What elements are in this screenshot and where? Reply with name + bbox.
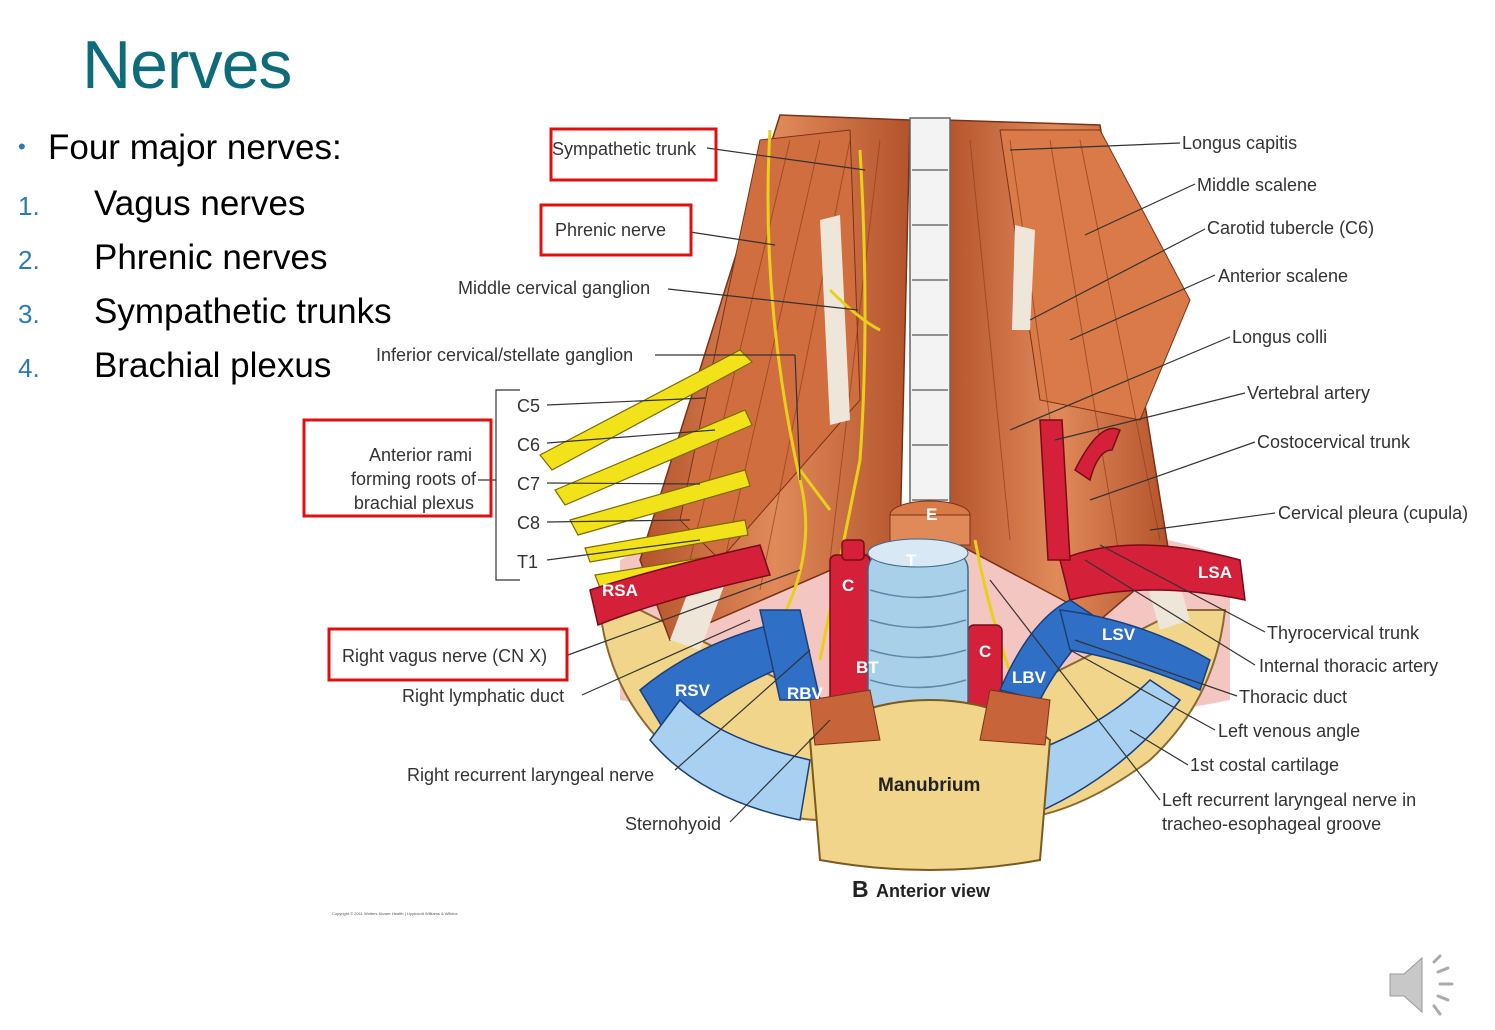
- highlight-phrenic-nerve: [539, 203, 693, 257]
- manubrium: [808, 689, 1052, 871]
- abbrev-lbv: LBV: [1012, 668, 1047, 687]
- label-costocervical-trunk: Costocervical trunk: [1257, 432, 1411, 452]
- view-text: Anterior view: [876, 881, 991, 901]
- label-anterior-scalene: Anterior scalene: [1218, 266, 1348, 286]
- label-sternohyoid: Sternohyoid: [625, 814, 721, 834]
- left-labels: Sympathetic trunk Phrenic nerve Middle c…: [342, 139, 721, 834]
- label-middle-cervical-ganglion: Middle cervical ganglion: [458, 278, 650, 298]
- label-anterior-rami-1: Anterior rami: [369, 445, 472, 465]
- label-longus-colli: Longus colli: [1232, 327, 1327, 347]
- label-thoracic-duct: Thoracic duct: [1239, 687, 1347, 707]
- abbrev-rbv: RBV: [787, 684, 824, 703]
- slide-title: Nerves: [82, 27, 292, 103]
- abbrev-lsv: LSV: [1102, 625, 1136, 644]
- vertebral-column: [909, 117, 951, 539]
- label-c8: C8: [517, 513, 540, 533]
- highlight-boxes: [302, 127, 718, 682]
- label-phrenic-nerve: Phrenic nerve: [555, 220, 666, 240]
- label-carotid-tubercle: Carotid tubercle (C6): [1207, 218, 1374, 238]
- abbrev-rsa: RSA: [602, 581, 638, 600]
- abbrev-lsa: LSA: [1198, 563, 1232, 582]
- label-cervical-pleura: Cervical pleura (cupula): [1278, 503, 1468, 523]
- label-right-recurrent-laryngeal: Right recurrent laryngeal nerve: [407, 765, 654, 785]
- label-left-recurrent-2: tracheo-esophageal groove: [1162, 814, 1381, 834]
- right-labels: Longus capitis Middle scalene Carotid tu…: [1162, 133, 1468, 834]
- speaker-icon[interactable]: [1386, 952, 1466, 1018]
- abbrev-t: T: [906, 551, 917, 570]
- label-thyrocervical-trunk: Thyrocervical trunk: [1267, 623, 1420, 643]
- label-anterior-rami-3: brachial plexus: [354, 493, 474, 513]
- leader-lines: [478, 142, 1276, 823]
- highlight-sympathetic-trunk: [549, 127, 718, 182]
- label-c7: C7: [517, 474, 540, 494]
- veins: [639, 599, 1211, 822]
- label-sympathetic-trunk: Sympathetic trunk: [552, 139, 697, 159]
- view-letter: B: [852, 876, 869, 902]
- label-longus-capitis: Longus capitis: [1182, 133, 1297, 153]
- label-right-vagus: Right vagus nerve (CN X): [342, 646, 547, 666]
- neck-muscles: [639, 114, 1191, 650]
- label-vertebral-artery: Vertebral artery: [1247, 383, 1370, 403]
- abbrev-e: E: [926, 505, 937, 524]
- abbrev-rsv: RSV: [675, 681, 711, 700]
- trachea-esophagus: [867, 500, 971, 721]
- label-anterior-rami-2: forming roots of: [351, 469, 477, 489]
- view-caption: B Anterior view: [852, 876, 991, 902]
- label-internal-thoracic: Internal thoracic artery: [1259, 656, 1438, 676]
- highlight-right-vagus: [327, 627, 569, 682]
- structure-abbreviations: RSA LSA RSV RBV LBV LSV BT C C E T: [602, 505, 1232, 703]
- label-c6: C6: [517, 435, 540, 455]
- label-first-costal-cartilage: 1st costal cartilage: [1190, 755, 1339, 775]
- label-middle-scalene: Middle scalene: [1197, 175, 1317, 195]
- manubrium-label: Manubrium: [878, 775, 980, 796]
- abbrev-c-left: C: [979, 642, 991, 661]
- label-c5: C5: [517, 396, 540, 416]
- highlight-anterior-rami: [302, 418, 493, 518]
- bullet-dot-icon: •: [18, 134, 26, 159]
- label-inferior-ganglion: Inferior cervical/stellate ganglion: [376, 345, 633, 365]
- label-right-lymphatic-duct: Right lymphatic duct: [402, 686, 564, 706]
- label-left-recurrent-1: Left recurrent laryngeal nerve in: [1162, 790, 1416, 810]
- copyright-text: Copyright © 2011 Wolters Kluwer Health |…: [332, 911, 457, 916]
- abbrev-c-right: C: [842, 576, 854, 595]
- abbrev-bt: BT: [856, 658, 879, 677]
- label-left-venous-angle: Left venous angle: [1218, 721, 1360, 741]
- label-t1: T1: [517, 552, 538, 572]
